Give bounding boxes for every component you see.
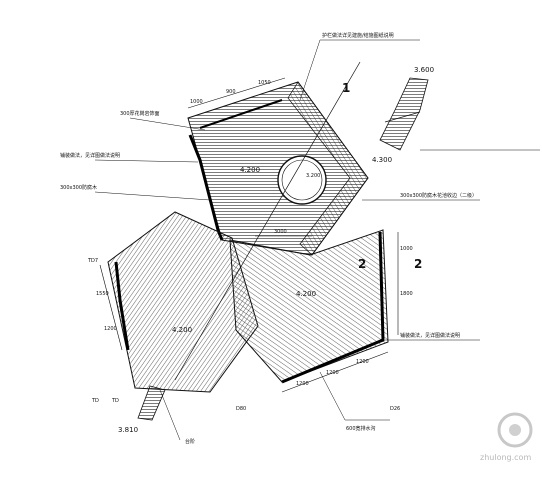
- circular-planter: [277, 155, 327, 205]
- code-left-upper: TD7: [87, 258, 98, 264]
- leader-top: [299, 39, 321, 101]
- right-note-2: 铺装做法，见详图做法说明: [400, 332, 460, 339]
- level-circle: 3.200: [306, 173, 320, 179]
- dim-right-a-text: 1000: [400, 246, 413, 252]
- section-mark-2b: 2: [358, 257, 366, 271]
- section-line-2: [384, 111, 421, 123]
- dim-left-b-text: 1200: [104, 326, 117, 332]
- leader-bottom-1: [159, 389, 181, 441]
- dim-bottom: [281, 351, 389, 393]
- left-deck-thick-edge: [114, 261, 130, 351]
- level-left-deck: 4.200: [172, 326, 192, 334]
- top-right-steps: [379, 77, 429, 151]
- section-line-1: [174, 61, 361, 381]
- circular-planter-inner: [281, 159, 323, 201]
- dim-top-left-a-text: 1000: [190, 99, 203, 105]
- dim-bottom-b-text: 1200: [326, 370, 339, 376]
- dim-bottom-a-text: 1200: [296, 381, 309, 387]
- dim-bottom-c-text: 1200: [356, 359, 369, 365]
- leader-left-1: [129, 117, 206, 131]
- right-note-1: 300x300防腐木花池收边（二级）: [400, 192, 477, 199]
- leader-left-2: [94, 159, 199, 163]
- left-note-2: 铺装做法，见详图做法说明: [60, 152, 120, 159]
- upper-deck-border: [287, 81, 369, 256]
- section-mark-1: 1: [342, 81, 350, 95]
- left-note-1: 300厚花岗岩饰面: [120, 110, 160, 117]
- lower-left-steps: [137, 385, 166, 421]
- dim-right-b-text: 1800: [400, 291, 413, 297]
- top-note: 护栏做法详见建施/结施图纸说明: [322, 32, 394, 39]
- watermark-text: zhulong.com: [480, 453, 531, 462]
- code-bottom-2: D26: [390, 406, 400, 412]
- level-top-right: 3.600: [414, 66, 434, 74]
- level-lower-left: 3.810: [118, 426, 138, 434]
- left-note-3: 300x300防腐木: [60, 184, 97, 191]
- dim-top-left: [187, 77, 286, 109]
- level-right-upper: 4.300: [372, 156, 392, 164]
- leader-bottom-2: [319, 371, 346, 421]
- level-center: 4.200: [296, 290, 316, 298]
- upper-deck-thick-edge-top: [199, 99, 283, 129]
- bottom-center-note: 600宽排水沟: [346, 425, 376, 432]
- bottom-note: 台阶: [185, 438, 195, 445]
- dim-center-top-text: 3000: [274, 229, 287, 235]
- watermark-logo: [497, 412, 533, 448]
- right-deck-thick-edge: [281, 231, 385, 384]
- right-large-deck: [229, 229, 389, 383]
- leader-left-3: [94, 191, 211, 201]
- code-left-lower2: TD: [111, 398, 119, 404]
- level-center-up: 4.200: [240, 166, 260, 174]
- dim-left: [99, 264, 123, 351]
- section-mark-2: 2: [414, 257, 422, 271]
- dim-top-left-c-text: 1050: [258, 80, 271, 86]
- dim-left-a-text: 1550: [96, 291, 109, 297]
- dim-top-left-b-text: 900: [226, 89, 236, 95]
- code-bottom-1: D80: [236, 406, 246, 412]
- code-left-lower: TD: [91, 398, 99, 404]
